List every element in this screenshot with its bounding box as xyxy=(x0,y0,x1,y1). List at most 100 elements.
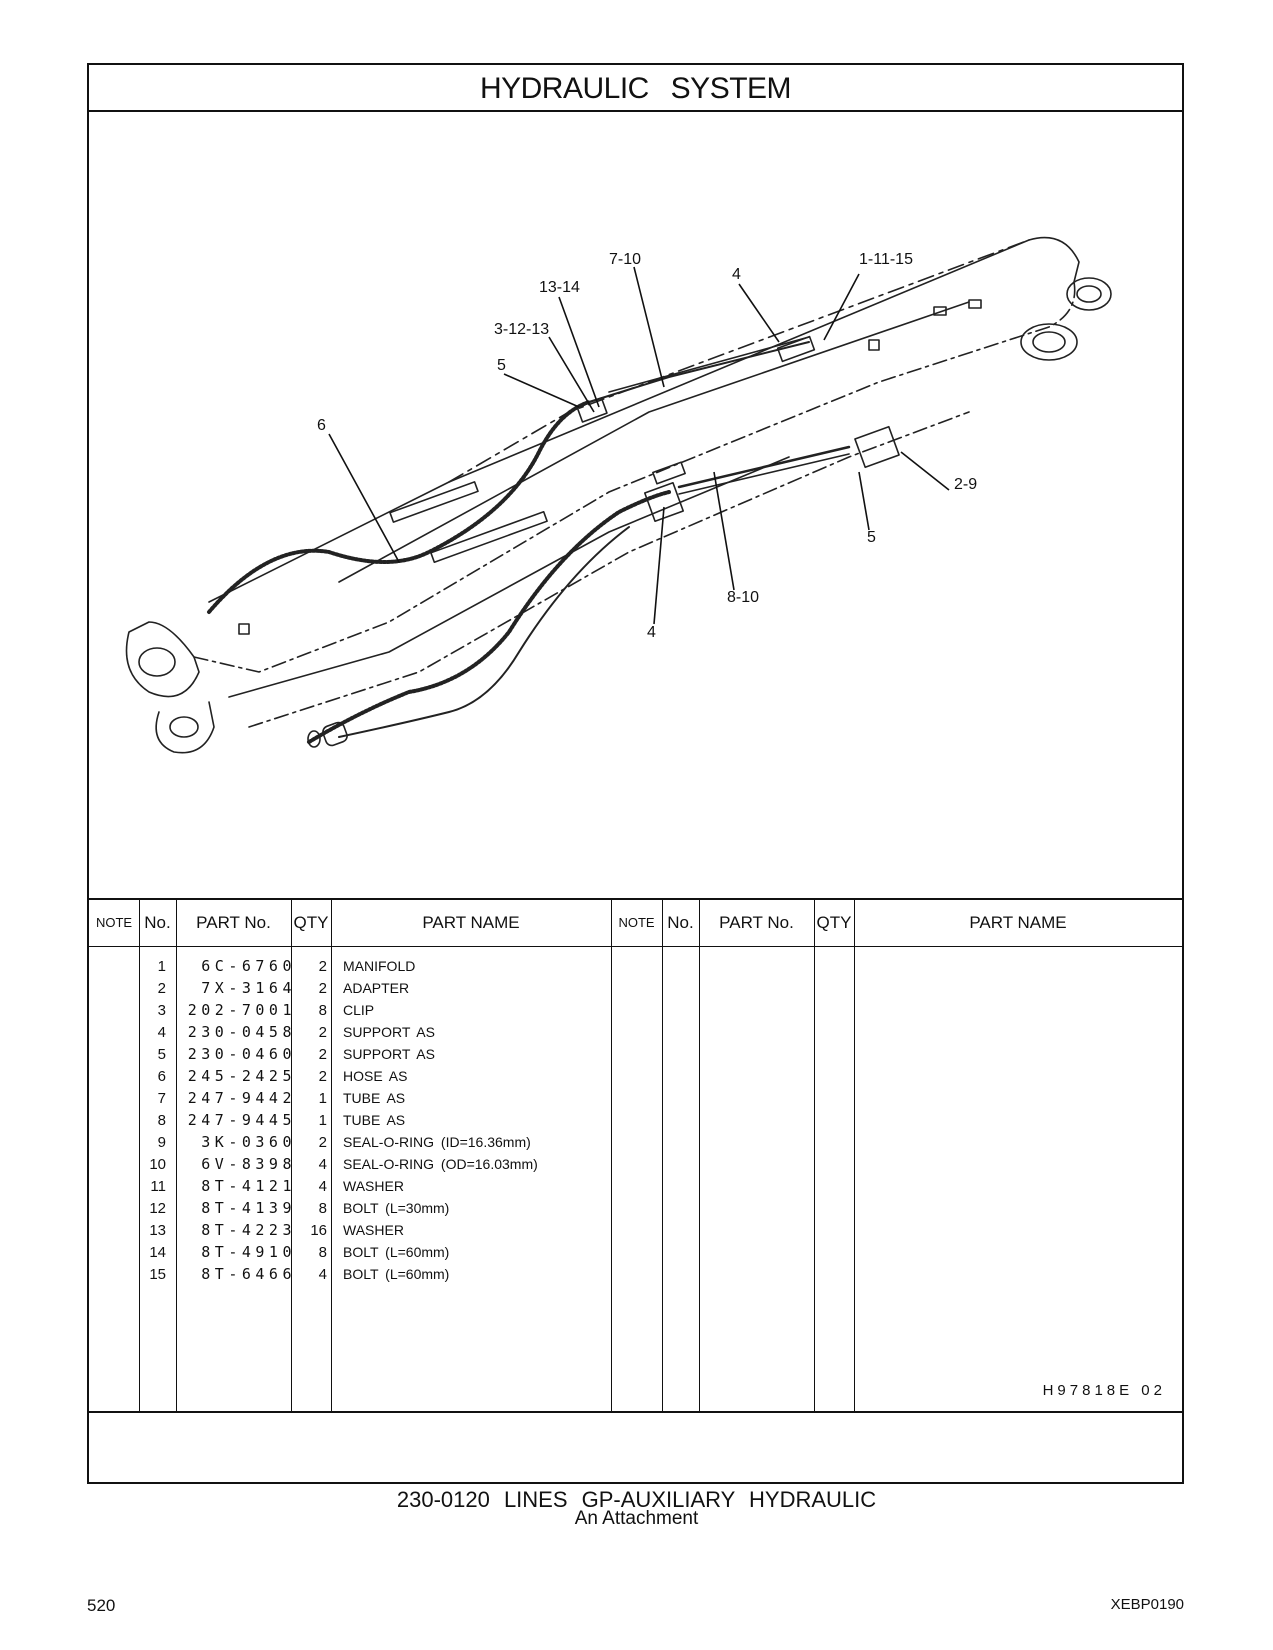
part-quantity: 4 xyxy=(318,1178,327,1195)
header-part-no: PART No. xyxy=(196,913,271,932)
column-divider xyxy=(139,900,140,1411)
boom-line-drawing: 7-10 4 1-11-15 13-14 3-12-13 5 6 2-9 5 8… xyxy=(125,236,1112,754)
part-name: MANIFOLD xyxy=(343,958,416,974)
part-item-number: 6 xyxy=(157,1068,166,1085)
part-number: 247-9442 xyxy=(187,1089,296,1107)
part-name: SEAL-O-RING (OD=16.03mm) xyxy=(343,1156,538,1172)
part-quantity: 4 xyxy=(318,1266,327,1283)
page-title: HYDRAULIC SYSTEM xyxy=(89,65,1182,112)
part-quantity: 8 xyxy=(318,1244,327,1261)
part-quantity: 2 xyxy=(318,1046,327,1063)
part-name: SEAL-O-RING (ID=16.36mm) xyxy=(343,1134,531,1150)
part-quantity: 4 xyxy=(318,1156,327,1173)
column-divider xyxy=(176,900,177,1411)
callout-5-lower: 5 xyxy=(867,529,876,546)
part-item-number: 11 xyxy=(150,1178,166,1195)
boom-outline-bottom xyxy=(193,281,1076,673)
parts-list-table: NOTE No. PART No. QTY PART NAME NOTE No.… xyxy=(89,898,1182,1413)
tube-8 xyxy=(677,445,851,489)
callout-4-lower: 4 xyxy=(647,624,656,641)
figure-reference-code: H97818E 02 xyxy=(1042,1382,1166,1399)
table-row: 15 8T-6466 4 BOLT (L=60mm) xyxy=(89,1263,1182,1286)
part-quantity: 8 xyxy=(318,1002,327,1019)
part-name: WASHER xyxy=(343,1222,404,1238)
part-item-number: 10 xyxy=(149,1156,166,1173)
part-name: BOLT (L=60mm) xyxy=(343,1266,450,1282)
part-name: TUBE AS xyxy=(343,1112,406,1128)
column-divider xyxy=(662,900,663,1411)
group-subcaption: An Attachment xyxy=(574,1508,699,1529)
column-divider xyxy=(611,900,612,1411)
table-row: 4 230-0458 2 SUPPORT AS xyxy=(89,1021,1182,1044)
group-caption: 230-0120 LINES GP-AUXILIARY HYDRAULIC xyxy=(396,1487,877,1512)
part-name: HOSE AS xyxy=(343,1068,408,1084)
column-divider xyxy=(814,900,815,1411)
boom-lower-edge xyxy=(248,411,970,728)
part-name: SUPPORT AS xyxy=(343,1024,435,1040)
part-item-number: 7 xyxy=(157,1090,166,1107)
part-number: 7X-3164 xyxy=(201,979,296,997)
document-code: XEBP0190 xyxy=(1110,1596,1184,1613)
part-quantity: 1 xyxy=(318,1112,327,1129)
hose-lower xyxy=(307,490,671,744)
boom-foot-lower xyxy=(155,701,215,754)
part-number: 245-2425 xyxy=(187,1067,296,1085)
callout-6: 6 xyxy=(317,417,326,434)
header-divider xyxy=(89,946,1182,947)
column-divider xyxy=(331,900,332,1411)
part-number: 8T-4223 xyxy=(201,1221,296,1239)
table-row: 2 7X-3164 2 ADAPTER xyxy=(89,977,1182,1000)
callout-3-12-13: 3-12-13 xyxy=(494,321,549,338)
header-note: NOTE xyxy=(95,915,133,930)
part-number: 202-7001 xyxy=(187,1001,296,1019)
part-quantity: 1 xyxy=(318,1090,327,1107)
part-number: 247-9445 xyxy=(187,1111,296,1129)
callout-1-11-15: 1-11-15 xyxy=(859,251,913,268)
callout-2-9: 2-9 xyxy=(954,476,977,493)
header-part-name-right: PART NAME xyxy=(969,913,1067,932)
part-item-number: 2 xyxy=(157,980,166,997)
table-row: 10 6V-8398 4 SEAL-O-RING (OD=16.03mm) xyxy=(89,1153,1182,1176)
part-item-number: 8 xyxy=(157,1112,166,1129)
part-item-number: 14 xyxy=(149,1244,166,1261)
part-item-number: 9 xyxy=(157,1134,166,1151)
part-item-number: 4 xyxy=(157,1024,166,1041)
part-quantity: 2 xyxy=(318,980,327,997)
column-divider xyxy=(854,900,855,1411)
part-quantity: 2 xyxy=(318,958,327,975)
callout-8-10: 8-10 xyxy=(727,589,759,606)
header-qty-right: QTY xyxy=(816,913,852,932)
header-part-no-right: PART No. xyxy=(719,913,794,932)
callout-13-14: 13-14 xyxy=(539,279,580,296)
part-quantity: 8 xyxy=(318,1200,327,1217)
part-item-number: 15 xyxy=(149,1266,166,1283)
header-qty: QTY xyxy=(293,913,329,932)
part-number: 8T-6466 xyxy=(201,1265,296,1283)
callout-7-10: 7-10 xyxy=(609,251,641,268)
part-number: 230-0458 xyxy=(187,1023,296,1041)
callout-5-upper: 5 xyxy=(497,357,506,374)
column-divider xyxy=(291,900,292,1411)
part-name: BOLT (L=30mm) xyxy=(343,1200,450,1216)
table-row: 8 247-9445 1 TUBE AS xyxy=(89,1109,1182,1132)
exploded-view-figure: 7-10 4 1-11-15 13-14 3-12-13 5 6 2-9 5 8… xyxy=(89,112,1182,900)
callout-4-upper: 4 xyxy=(732,266,741,283)
boom-lower-plate xyxy=(228,456,790,698)
header-part-name: PART NAME xyxy=(422,913,520,932)
part-number: 8T-4139 xyxy=(201,1199,296,1217)
part-number: 8T-4910 xyxy=(201,1243,296,1261)
part-number: 6V-8398 xyxy=(201,1155,296,1173)
part-name: ADAPTER xyxy=(343,980,410,996)
part-quantity: 2 xyxy=(318,1068,327,1085)
part-quantity: 2 xyxy=(318,1024,327,1041)
boom-foot xyxy=(125,621,200,698)
part-name: BOLT (L=60mm) xyxy=(343,1244,450,1260)
parts-page-frame: HYDRAULIC SYSTEM xyxy=(87,63,1184,1484)
table-row: 6 245-2425 2 HOSE AS xyxy=(89,1065,1182,1088)
